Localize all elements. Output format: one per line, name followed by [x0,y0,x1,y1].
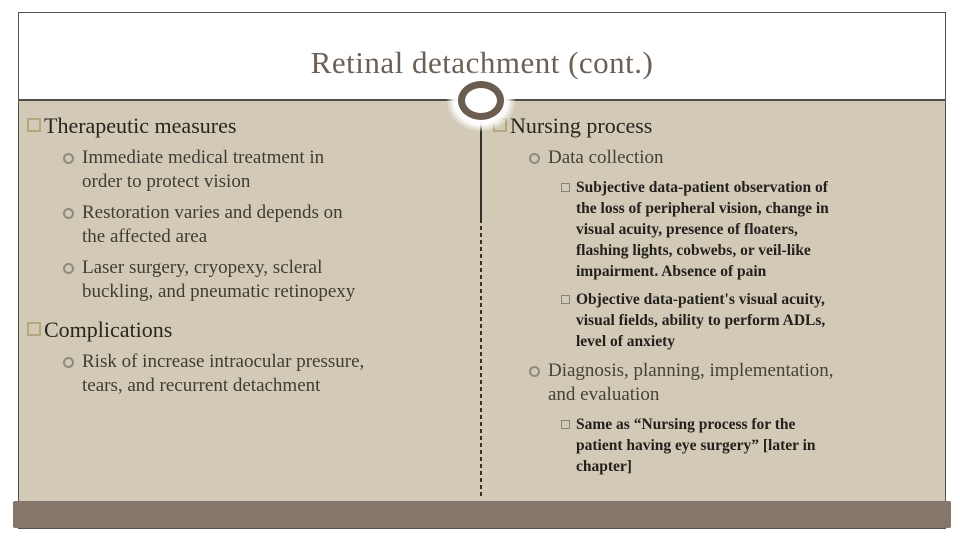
circle-bullet-icon [63,208,74,219]
text-line: visual acuity, presence of floaters, [576,221,798,238]
section-heading-row: Nursing process [493,113,945,139]
sub-list-item: Objective data-patient's visual acuity, … [561,289,945,352]
section-complications: Complications Risk of increase intraocul… [27,317,475,398]
small-square-bullet-icon [561,295,570,304]
text-line: and evaluation [548,384,660,405]
text-line: the affected area [82,226,208,247]
section-heading-label: Nursing process [510,113,653,138]
list-item: Laser surgery, cryopexy, scleral bucklin… [63,256,475,304]
list-item-text: Laser surgery, cryopexy, scleral bucklin… [82,256,355,304]
list-item: Data collection [529,146,945,170]
text-line: Risk of increase intraocular pressure, [82,351,365,372]
section-heading-row: Therapeutic measures [27,113,475,139]
text-line: level of anxiety [576,333,676,350]
text-line: Subjective data-patient observation of [576,179,828,196]
circle-bullet-icon [529,153,540,164]
list-item: Risk of increase intraocular pressure, t… [63,350,475,398]
text-line: buckling, and pneumatic retinopexy [82,281,356,302]
circle-bullet-icon [529,366,540,377]
slide-frame: Retinal detachment (cont.) Therapeutic m… [13,12,951,529]
column-divider-solid [480,117,482,219]
slide-content-area: Therapeutic measures Immediate medical t… [19,99,945,501]
circle-bullet-icon [63,263,74,274]
list-item: Diagnosis, planning, implementation, and… [529,359,945,407]
left-column: Therapeutic measures Immediate medical t… [27,113,475,398]
footer-bar [13,501,951,528]
column-divider-dashed [480,219,482,499]
section-heading-label: Complications [44,317,173,342]
text-line: chapter] [576,458,632,475]
circle-bullet-icon [63,153,74,164]
text-line: flashing lights, cobwebs, or veil-like [576,242,811,259]
text-line: order to protect vision [82,171,251,192]
small-square-bullet-icon [561,183,570,192]
text-line: Immediate medical treatment in [82,147,325,168]
sub-list-item-text: Subjective data-patient observation of t… [576,177,829,282]
square-bullet-icon [27,322,41,336]
list-item: Immediate medical treatment in order to … [63,146,475,194]
sub-list-item: Subjective data-patient observation of t… [561,177,945,282]
list-item-text: Risk of increase intraocular pressure, t… [82,350,364,398]
sub-list-item: Same as “Nursing process for the patient… [561,414,945,477]
square-bullet-icon [27,118,41,132]
text-line: visual fields, ability to perform ADLs, [576,312,826,329]
sub-list-item-text: Objective data-patient's visual acuity, … [576,289,825,352]
text-line: impairment. Absence of pain [576,263,767,280]
text-line: Laser surgery, cryopexy, scleral [82,257,323,278]
circle-bullet-icon [63,357,74,368]
text-line: Diagnosis, planning, implementation, [548,360,834,381]
text-line: tears, and recurrent detachment [82,375,321,396]
text-line: Restoration varies and depends on [82,202,343,223]
list-item-text: Restoration varies and depends on the af… [82,201,343,249]
right-column: Nursing process Data collection Subjecti… [493,113,945,477]
text-line: Objective data-patient's visual acuity, [576,291,825,308]
sub-list-item-text: Same as “Nursing process for the patient… [576,414,816,477]
section-therapeutic-measures: Therapeutic measures Immediate medical t… [27,113,475,304]
text-line: the loss of peripheral vision, change in [576,200,829,217]
section-heading-row: Complications [27,317,475,343]
section-heading-label: Therapeutic measures [44,113,237,138]
small-square-bullet-icon [561,420,570,429]
section-nursing-process: Nursing process Data collection Subjecti… [493,113,945,477]
list-item-text: Diagnosis, planning, implementation, and… [548,359,834,407]
list-item: Restoration varies and depends on the af… [63,201,475,249]
text-line: patient having eye surgery” [later in [576,437,816,454]
text-line: Same as “Nursing process for the [576,416,796,433]
list-item-text: Immediate medical treatment in order to … [82,146,324,194]
ring-ornament-icon [458,81,504,120]
list-item-text: Data collection [548,146,664,170]
text-line: Data collection [548,147,664,168]
